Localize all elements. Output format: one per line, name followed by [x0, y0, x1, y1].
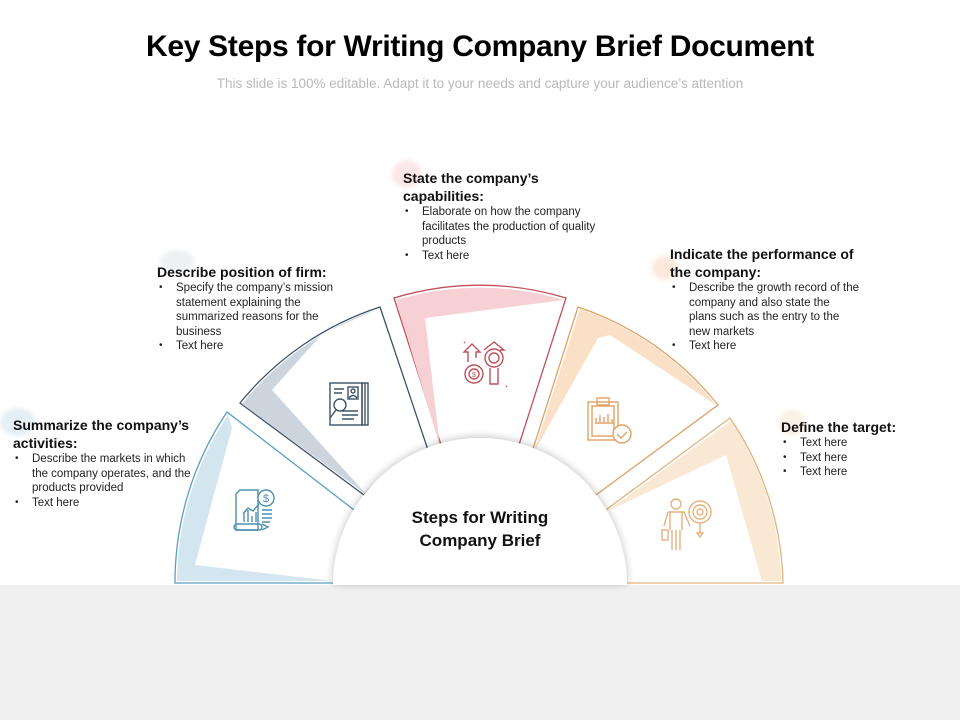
bullet-item: Text here — [13, 496, 193, 511]
step-3-bullets: Elaborate on how the company facilitates… — [403, 205, 598, 263]
hub-label: Steps for Writing Company Brief — [380, 506, 580, 552]
decor-blob-5 — [778, 410, 806, 436]
step-5-bullets: Text here Text here Text here — [781, 436, 951, 480]
bottom-band — [0, 585, 960, 720]
hub-label-line-1: Steps for Writing — [411, 508, 549, 527]
svg-text:$: $ — [472, 372, 476, 379]
businessman-target-icon — [661, 498, 712, 550]
step-2-heading: Describe position of firm: — [157, 264, 327, 280]
step-4-text: Indicate the performance of the company:… — [670, 245, 860, 354]
bullet-item: Text here — [403, 249, 598, 264]
bullet-item: Elaborate on how the company facilitates… — [403, 205, 598, 249]
step-5-heading: Define the target: — [781, 419, 897, 435]
bullet-item: Text here — [157, 339, 342, 354]
step-3-text: State the company’s capabilities: Elabor… — [403, 169, 598, 263]
bullet-item: Specify the company’s mission statement … — [157, 281, 342, 339]
decor-blob-1 — [0, 408, 36, 436]
bullet-item: Describe the growth record of the compan… — [670, 281, 860, 339]
step-4-heading: Indicate the performance of the company: — [670, 246, 854, 280]
clipboard-check-icon — [587, 397, 632, 444]
page-title: Key Steps for Writing Company Brief Docu… — [146, 30, 814, 63]
page-subtitle: This slide is 100% editable. Adapt it to… — [216, 76, 744, 91]
step-1-text: Summarize the company’s activities: Desc… — [13, 416, 193, 510]
step-1-bullets: Describe the markets in which the compan… — [13, 452, 193, 510]
hub-label-line-2: Company Brief — [419, 531, 541, 550]
decor-blob-3 — [392, 160, 422, 188]
bullet-item: Text here — [781, 436, 951, 451]
bullet-item: Text here — [670, 339, 860, 354]
step-5-text: Define the target: Text here Text here T… — [781, 418, 951, 480]
bullet-item: Text here — [781, 465, 951, 480]
step-2-bullets: Specify the company’s mission statement … — [157, 281, 342, 354]
growth-gears-icon: $ — [462, 341, 508, 388]
hub-semicircle — [333, 438, 627, 585]
bullet-item: Text here — [781, 451, 951, 466]
decor-blob-4 — [652, 256, 678, 280]
step-4-bullets: Describe the growth record of the compan… — [670, 281, 860, 354]
step-2-text: Describe position of firm: Specify the c… — [157, 263, 342, 354]
financial-report-icon: $ — [233, 489, 275, 531]
bullet-item: Describe the markets in which the compan… — [13, 452, 193, 496]
step-3-heading: State the company’s capabilities: — [403, 170, 539, 204]
profile-search-icon — [329, 382, 369, 426]
step-1-heading: Summarize the company’s activities: — [13, 417, 190, 451]
svg-text:$: $ — [263, 493, 269, 505]
decor-blob-2 — [160, 250, 194, 272]
